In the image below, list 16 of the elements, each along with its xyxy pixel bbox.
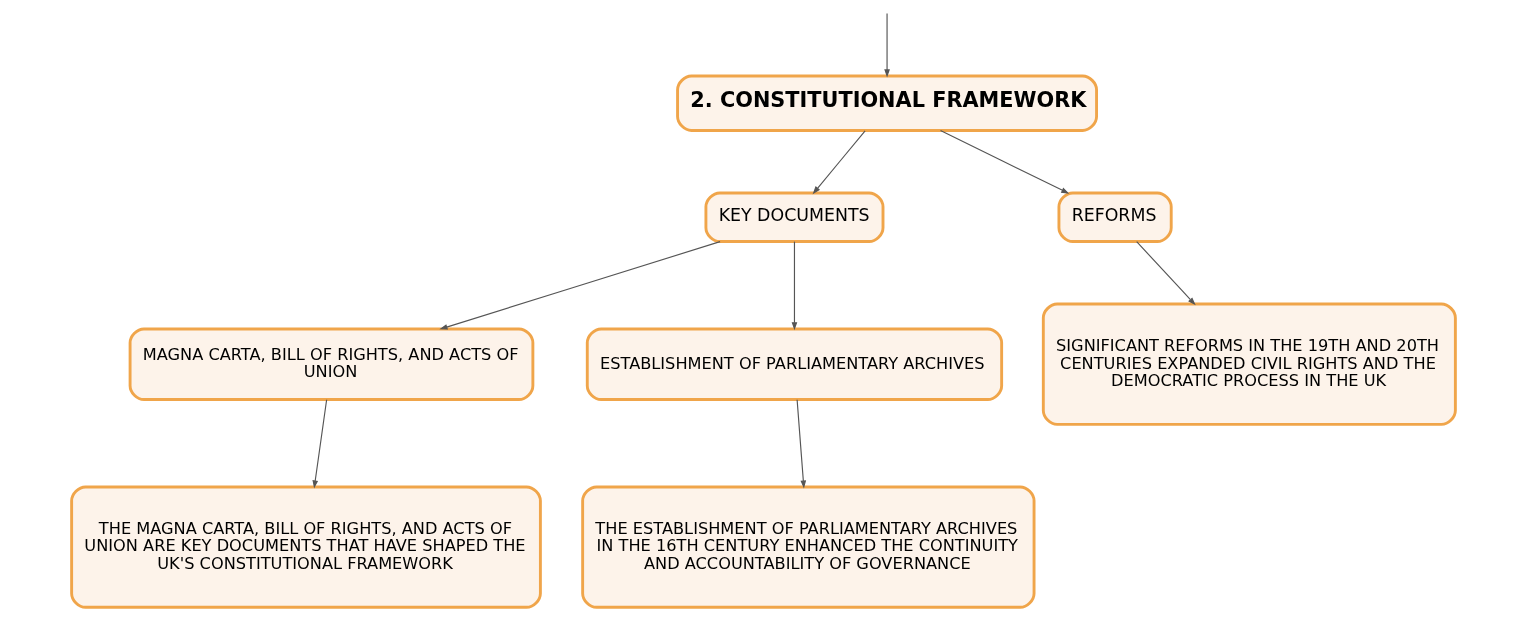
node-box: MAGNA CARTA, BILL OF RIGHTS, AND ACTS OF UNION [128, 327, 535, 401]
node-box: THE ESTABLISHMENT OF PARLIAMENTARY ARCHIVES IN THE 16TH CENTURY ENHANCED THE CONTINUITY AND ACCOUNTABILITY OF GOVERNANCE [581, 485, 1036, 609]
arrow [884, 13, 890, 78]
node-box: REFORMS [1057, 191, 1173, 243]
node-box: THE MAGNA CARTA, BILL OF RIGHTS, AND ACTS OF UNION ARE KEY DOCUMENTS THAT HAVE SHAPED THE UK'S CONSTITUTIONAL FRAMEWORK [70, 485, 542, 609]
arrow [1136, 241, 1196, 306]
arrow [796, 399, 807, 489]
arrow [939, 130, 1070, 194]
arrow [812, 130, 866, 195]
arrow [791, 241, 798, 331]
node-box: 2. CONSTITUTIONAL FRAMEWORK [676, 74, 1098, 132]
arrow [439, 241, 721, 330]
arrow [312, 399, 328, 489]
node-box: KEY DOCUMENTS [704, 191, 885, 243]
node-box: SIGNIFICANT REFORMS IN THE 19TH AND 20TH CENTURIES EXPANDED CIVIL RIGHTS AND THE DEMOCRATIC PROCESS IN THE UK [1041, 302, 1457, 426]
node-box: ESTABLISHMENT OF PARLIAMENTARY ARCHIVES [585, 327, 1004, 401]
